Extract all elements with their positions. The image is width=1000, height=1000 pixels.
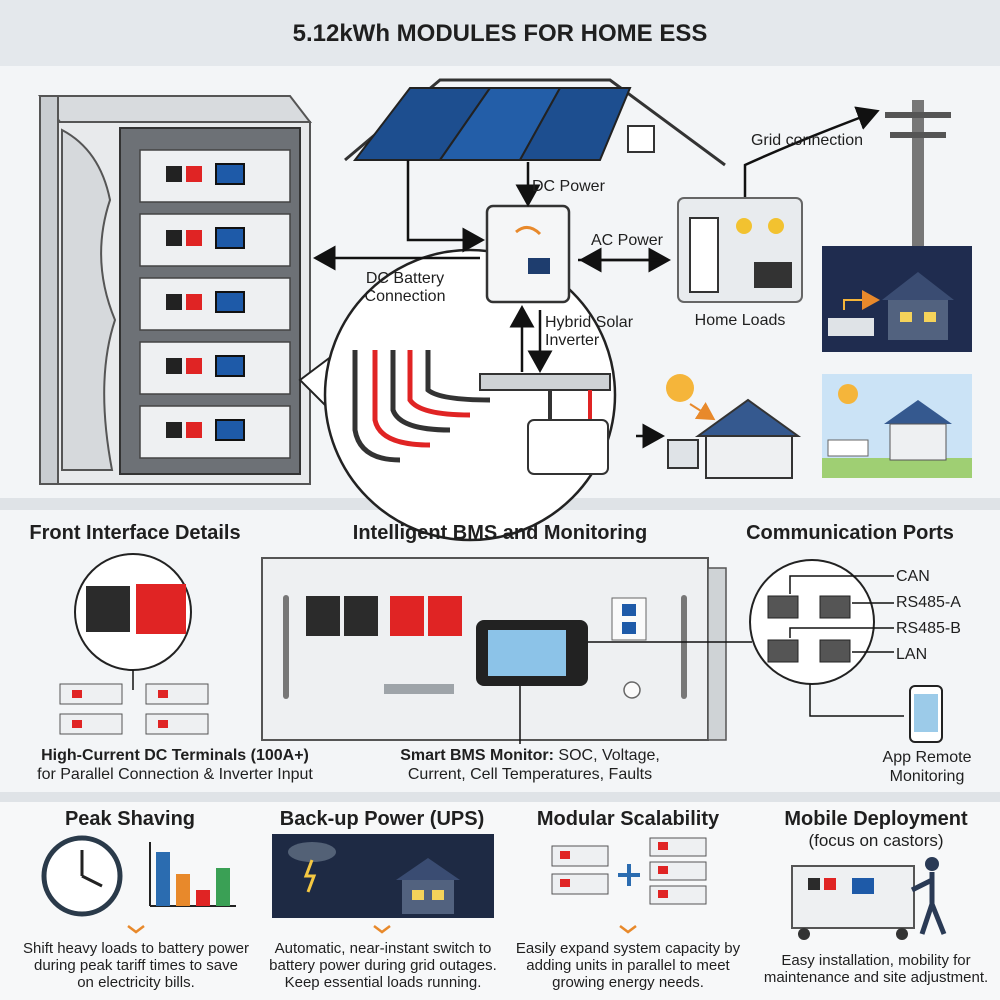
home-loads-label: Home Loads: [694, 312, 786, 329]
app-remote-label: App Remote Monitoring: [882, 749, 972, 785]
port-rs485-a: RS485-A: [896, 594, 961, 611]
battery-module: [139, 213, 291, 267]
feature-title-backup: Back-up Power (UPS): [279, 808, 485, 830]
hybrid-inverter-label: Hybrid Solar Inverter: [545, 314, 634, 349]
bar-chart-icon: [149, 842, 236, 907]
cable-bundle: [352, 350, 491, 463]
storm-house-card: [272, 834, 494, 918]
feature-title-peak-shaving: Peak Shaving: [64, 808, 196, 830]
front-interface-heading: Front Interface Details: [29, 522, 241, 544]
terminals-title: High-Current DC Terminals (100A+): [41, 747, 309, 764]
terminals-description: for Parallel Connection & Inverter Input: [37, 766, 313, 783]
ports-heading: Communication Ports: [746, 522, 954, 544]
day-scene-card: [822, 374, 972, 478]
page-title: 5.12kWh MODULES FOR HOME ESS: [292, 20, 708, 47]
chevron-down-icon: [127, 925, 145, 934]
mobile-unit-icon: [791, 857, 947, 940]
feature-desc-mobile: Easy installation, mobility for maintena…: [763, 952, 989, 986]
hybrid-inverter: [485, 204, 571, 304]
battery-module-front: [261, 557, 727, 741]
rj45-ports: [767, 595, 851, 663]
feature-title-scalability: Modular Scalability: [536, 808, 720, 830]
chevron-down-icon: [373, 925, 391, 934]
solar-house: [666, 374, 802, 479]
battery-cabinet: [37, 95, 313, 485]
port-can: CAN: [896, 568, 930, 585]
chevron-down-icon: [619, 925, 637, 934]
bms-caption-text-2: Current, Cell Temperatures, Faults: [407, 766, 653, 783]
parallel-modules-diagram: [59, 683, 209, 735]
feature-title-mobile: Mobile Deployment: [784, 808, 968, 830]
battery-module: [139, 149, 291, 203]
bms-caption-bold: Smart BMS Monitor:: [400, 747, 554, 764]
port-rs485-b: RS485-B: [896, 620, 961, 637]
bms-caption: Smart BMS Monitor: SOC, Voltage, Current…: [380, 746, 680, 784]
night-scene-card: [822, 246, 972, 352]
modular-units-icon: [551, 837, 707, 905]
feature-desc-scalability: Easily expand system capacity by adding …: [515, 940, 741, 991]
feature-desc-peak-shaving: Shift heavy loads to battery power durin…: [23, 940, 249, 991]
dc-power-label: DC Power: [532, 178, 605, 195]
battery-module: [139, 405, 291, 459]
port-lan: LAN: [896, 646, 928, 663]
bms-heading: Intelligent BMS and Monitoring: [352, 522, 648, 544]
clock-icon: [41, 835, 123, 917]
bms-caption-text: SOC, Voltage,: [553, 747, 660, 764]
battery-module: [139, 277, 291, 331]
terminals-caption: High-Current DC Terminals (100A+) for Pa…: [10, 746, 340, 784]
title-band: [0, 0, 1000, 66]
grid-connection-label: Grid connection: [750, 132, 864, 149]
utility-pole: [885, 100, 951, 270]
battery-module: [139, 341, 291, 395]
dc-battery-connection-label: DC Battery Connection: [364, 270, 446, 305]
ac-power-label: AC Power: [590, 232, 664, 249]
feature-desc-backup: Automatic, near-instant switch to batter…: [269, 940, 497, 991]
home-loads-panel: [677, 197, 803, 303]
busbar: [479, 373, 611, 391]
divider: [0, 792, 1000, 802]
feature-subtitle-mobile: (focus on castors): [808, 831, 944, 850]
solar-panel: [352, 87, 632, 161]
negative-terminal: [86, 586, 130, 632]
positive-terminal: [136, 584, 186, 634]
